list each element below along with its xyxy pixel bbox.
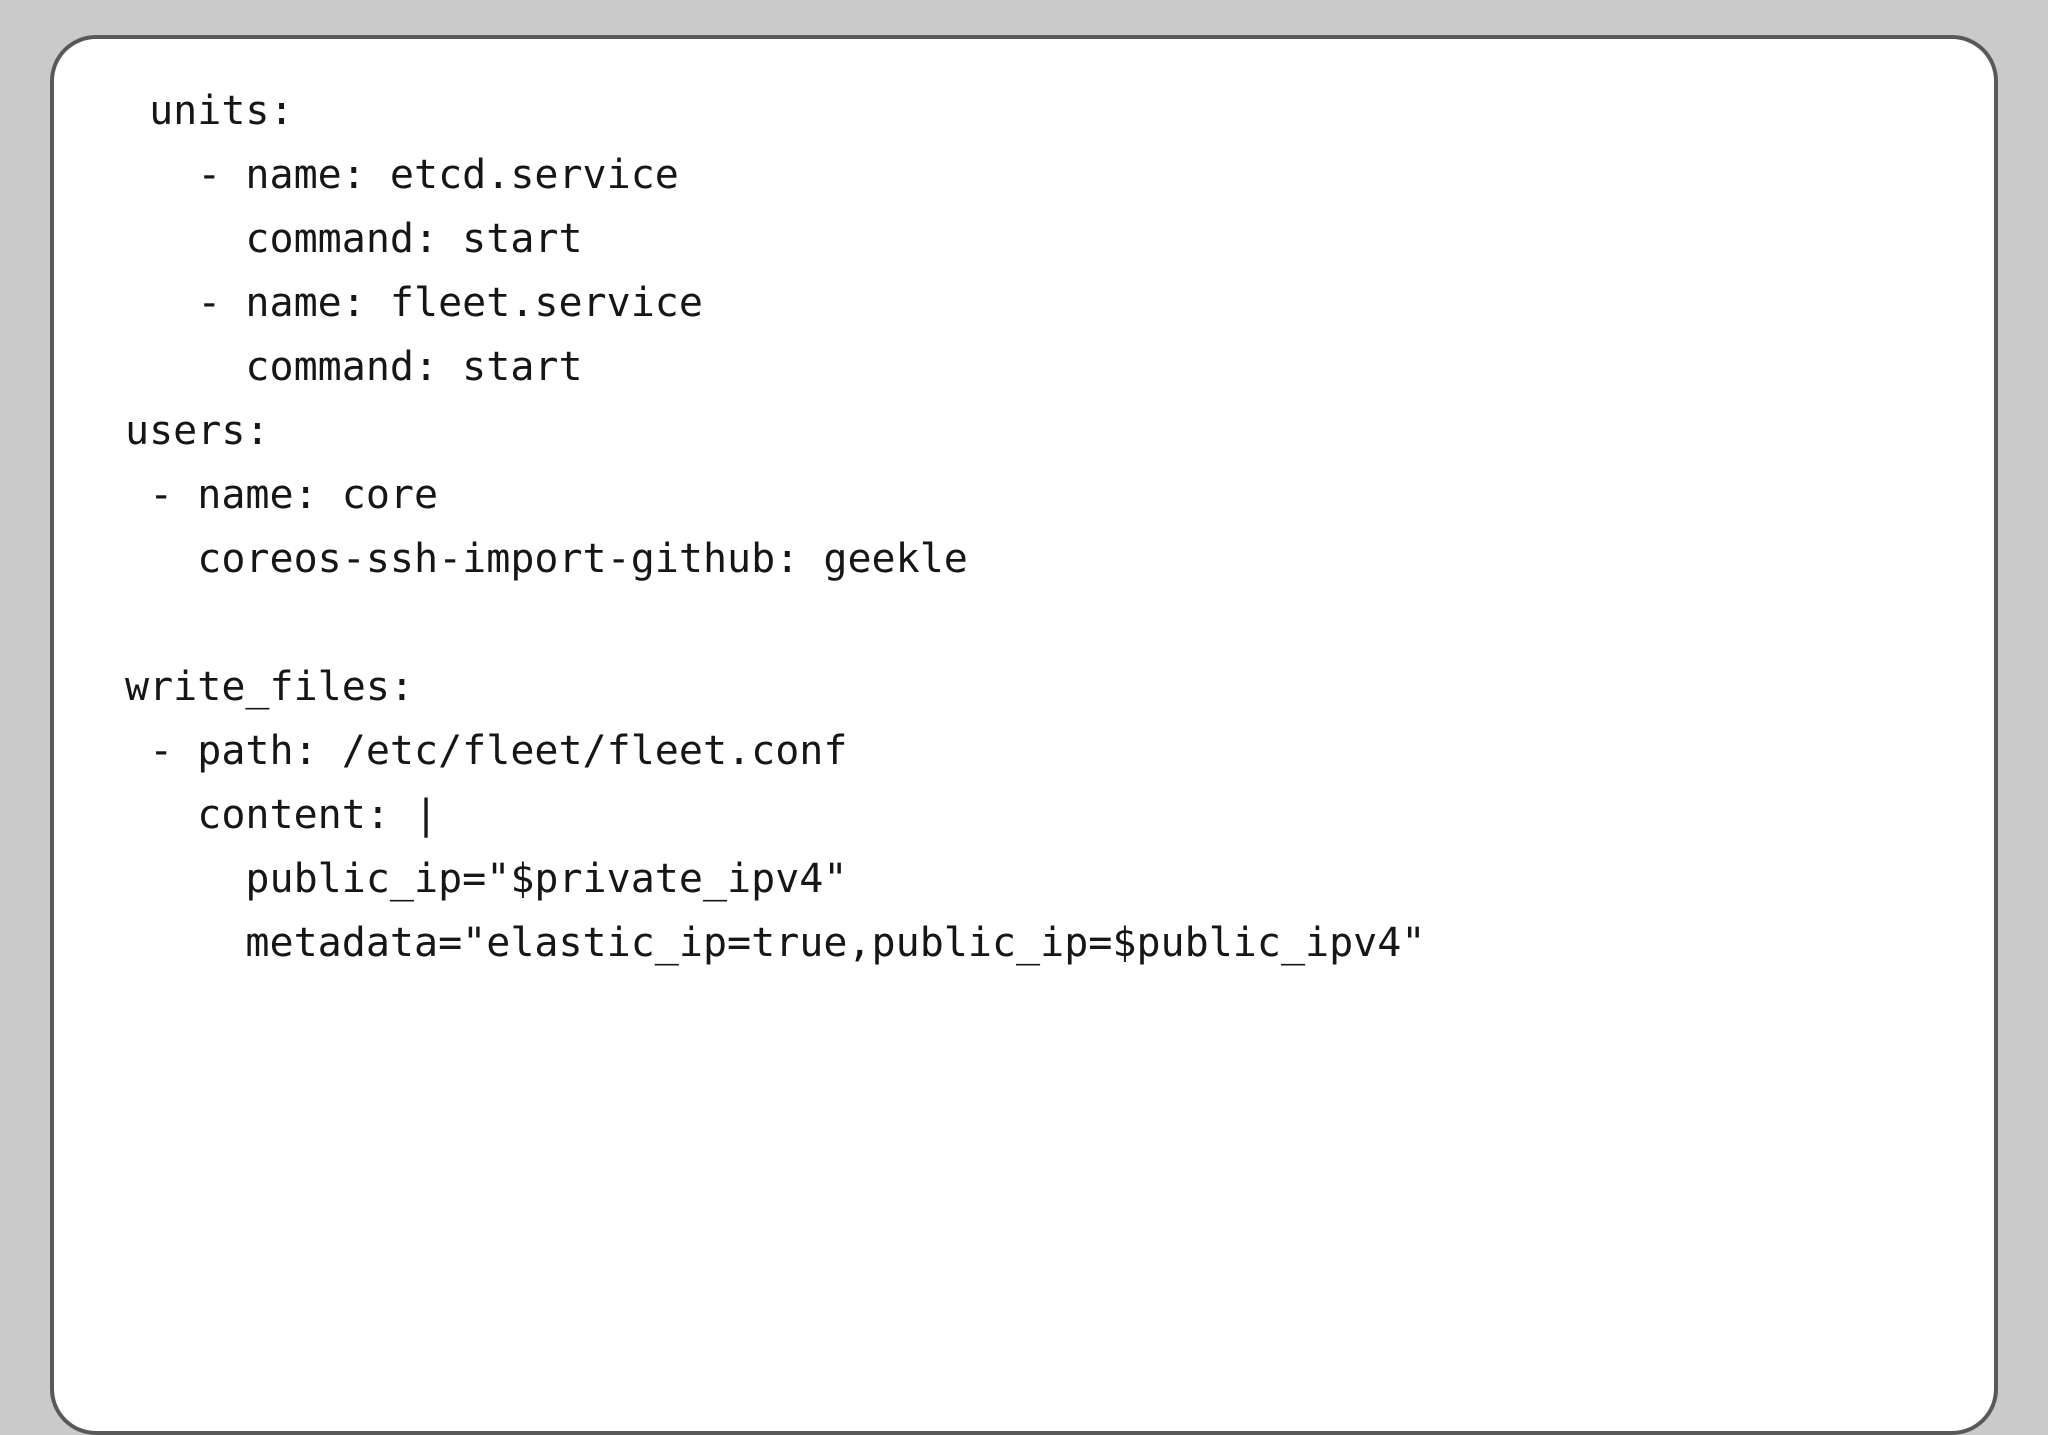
code-line: write_files:	[125, 664, 414, 710]
code-line: command: start	[125, 344, 583, 390]
code-line: - path: /etc/fleet/fleet.conf	[125, 728, 848, 774]
code-line: metadata="elastic_ip=true,public_ip=$pub…	[125, 920, 1426, 966]
code-line: - name: fleet.service	[125, 280, 703, 326]
code-line	[125, 591, 1425, 655]
code-line: coreos-ssh-import-github: geekle	[125, 536, 968, 582]
code-line: command: start	[125, 216, 583, 262]
code-line: - name: etcd.service	[125, 152, 679, 198]
code-card: units: - name: etcd.service command: sta…	[50, 35, 1998, 1435]
code-line: units:	[125, 88, 294, 134]
page-background: { "page": { "background_color": "#cacaca…	[50, 35, 1998, 1435]
code-line: users:	[125, 408, 270, 454]
code-line: public_ip="$private_ipv4"	[125, 856, 848, 902]
code-line: - name: core	[125, 472, 439, 518]
yaml-code-block: units: - name: etcd.service command: sta…	[125, 79, 1425, 975]
code-line: content: |	[125, 792, 439, 838]
